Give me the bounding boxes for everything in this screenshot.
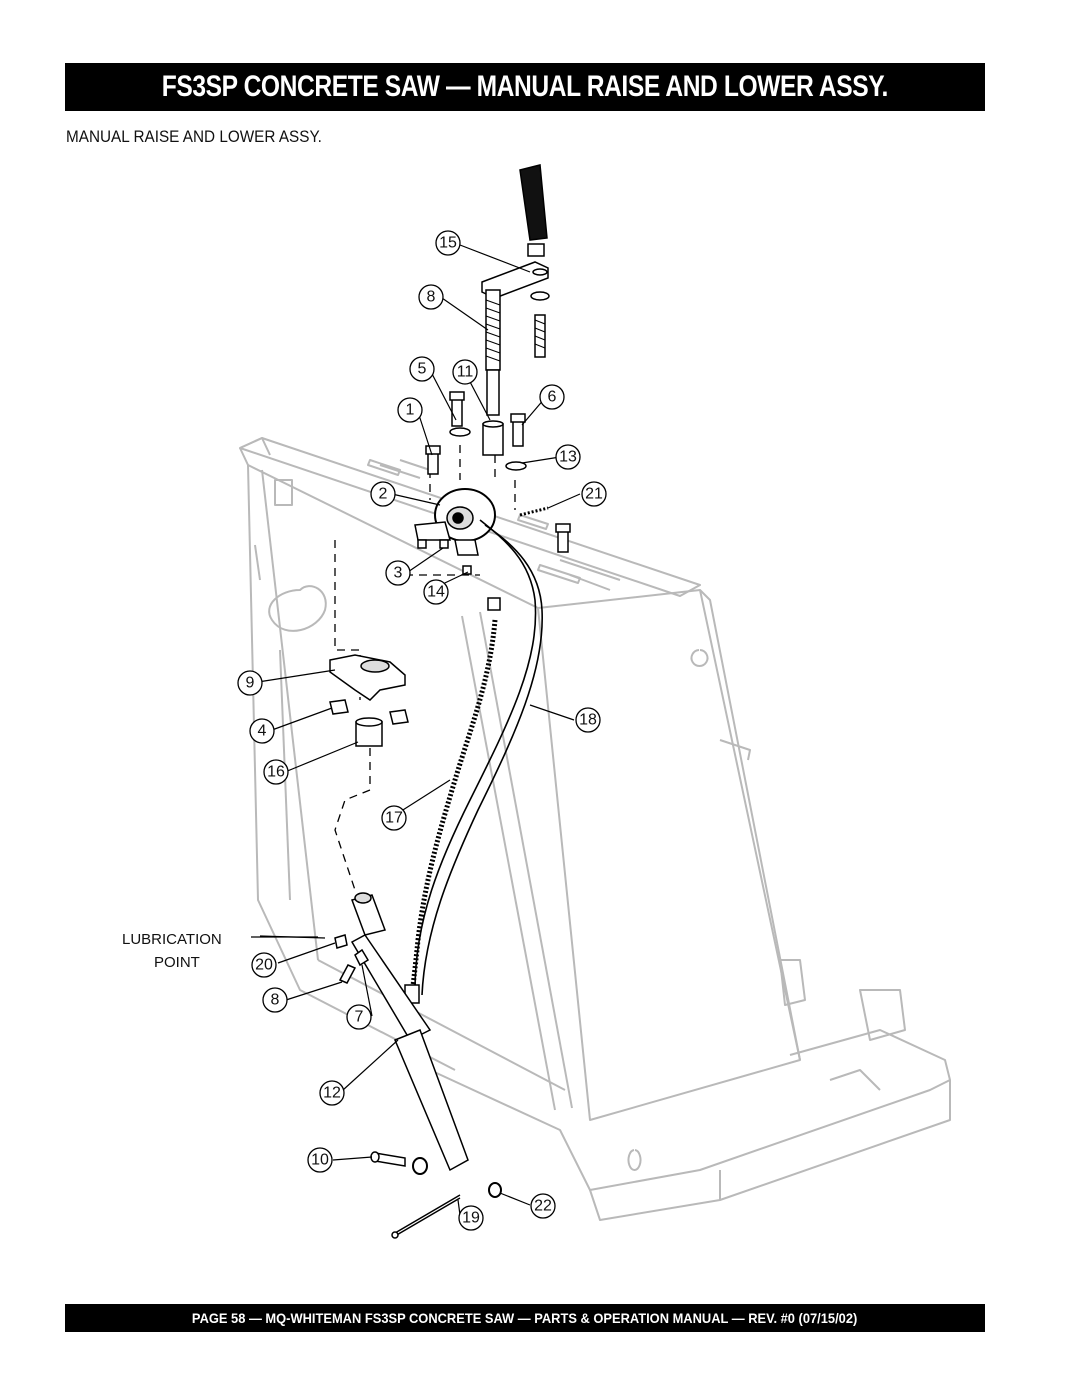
handle-nut	[527, 243, 545, 257]
exploded-parts-diagram: 15 8 5 11 1 6 13 2 21 3 14 9 4 18 16 17 …	[122, 164, 951, 1239]
callout-12: 12	[323, 1085, 341, 1102]
callout-18: 18	[579, 712, 597, 729]
lubrication-label-line2: POINT	[154, 954, 200, 971]
callout-15: 15	[439, 235, 457, 252]
section-subtitle: MANUAL RAISE AND LOWER ASSY.	[66, 127, 322, 146]
sleeve	[482, 423, 504, 456]
callout-14: 14	[427, 584, 445, 601]
callout-4: 4	[258, 723, 267, 740]
footer-text: PAGE 58 — MQ-WHITEMAN FS3SP CONCRETE SAW…	[192, 1310, 858, 1326]
callout-8: 8	[427, 289, 436, 306]
footer-bar: PAGE 58 — MQ-WHITEMAN FS3SP CONCRETE SAW…	[65, 1304, 985, 1332]
callout-13: 13	[559, 449, 577, 466]
callout-17: 17	[385, 810, 403, 827]
washer	[530, 291, 550, 301]
crank-bolt	[534, 314, 546, 358]
callout-group	[237, 230, 607, 1231]
callout-9: 9	[246, 675, 255, 692]
lower-assembly	[329, 654, 502, 1239]
washer	[505, 461, 527, 471]
callout-3: 3	[394, 565, 403, 582]
washer	[449, 427, 471, 437]
callout-16: 16	[267, 764, 285, 781]
clevis-pin	[374, 1152, 406, 1167]
callout-8-lower: 8	[271, 992, 280, 1009]
handle-assembly	[414, 164, 571, 575]
callout-5: 5	[418, 361, 427, 378]
header-bar: FS3SP CONCRETE SAW — MANUAL RAISE AND LO…	[65, 63, 985, 111]
lubrication-label-line1: LUBRICATION	[122, 931, 222, 948]
callout-20: 20	[255, 957, 273, 974]
coil-cable	[409, 619, 498, 996]
lubrication-point-label: LUBRICATION POINT	[122, 931, 318, 971]
callout-11: 11	[457, 364, 474, 381]
callout-21: 21	[585, 486, 603, 503]
callout-7: 7	[355, 1009, 364, 1026]
crank-arm	[481, 261, 549, 299]
callout-6: 6	[548, 389, 557, 406]
callout-19: 19	[462, 1210, 480, 1227]
spring	[519, 506, 549, 517]
cable-outer	[414, 519, 537, 991]
cable-assembly	[404, 519, 543, 1004]
page-title: FS3SP CONCRETE SAW — MANUAL RAISE AND LO…	[161, 70, 889, 103]
callout-labels: 15 8 5 11 1 6 13 2 21 3 14 9 4 18 16 17 …	[246, 235, 603, 1227]
handle-grip	[519, 164, 548, 241]
saw-frame-illustration	[239, 437, 951, 1221]
callout-1: 1	[406, 402, 415, 419]
callout-10: 10	[311, 1152, 329, 1169]
callout-22: 22	[534, 1198, 552, 1215]
callout-2: 2	[379, 486, 388, 503]
